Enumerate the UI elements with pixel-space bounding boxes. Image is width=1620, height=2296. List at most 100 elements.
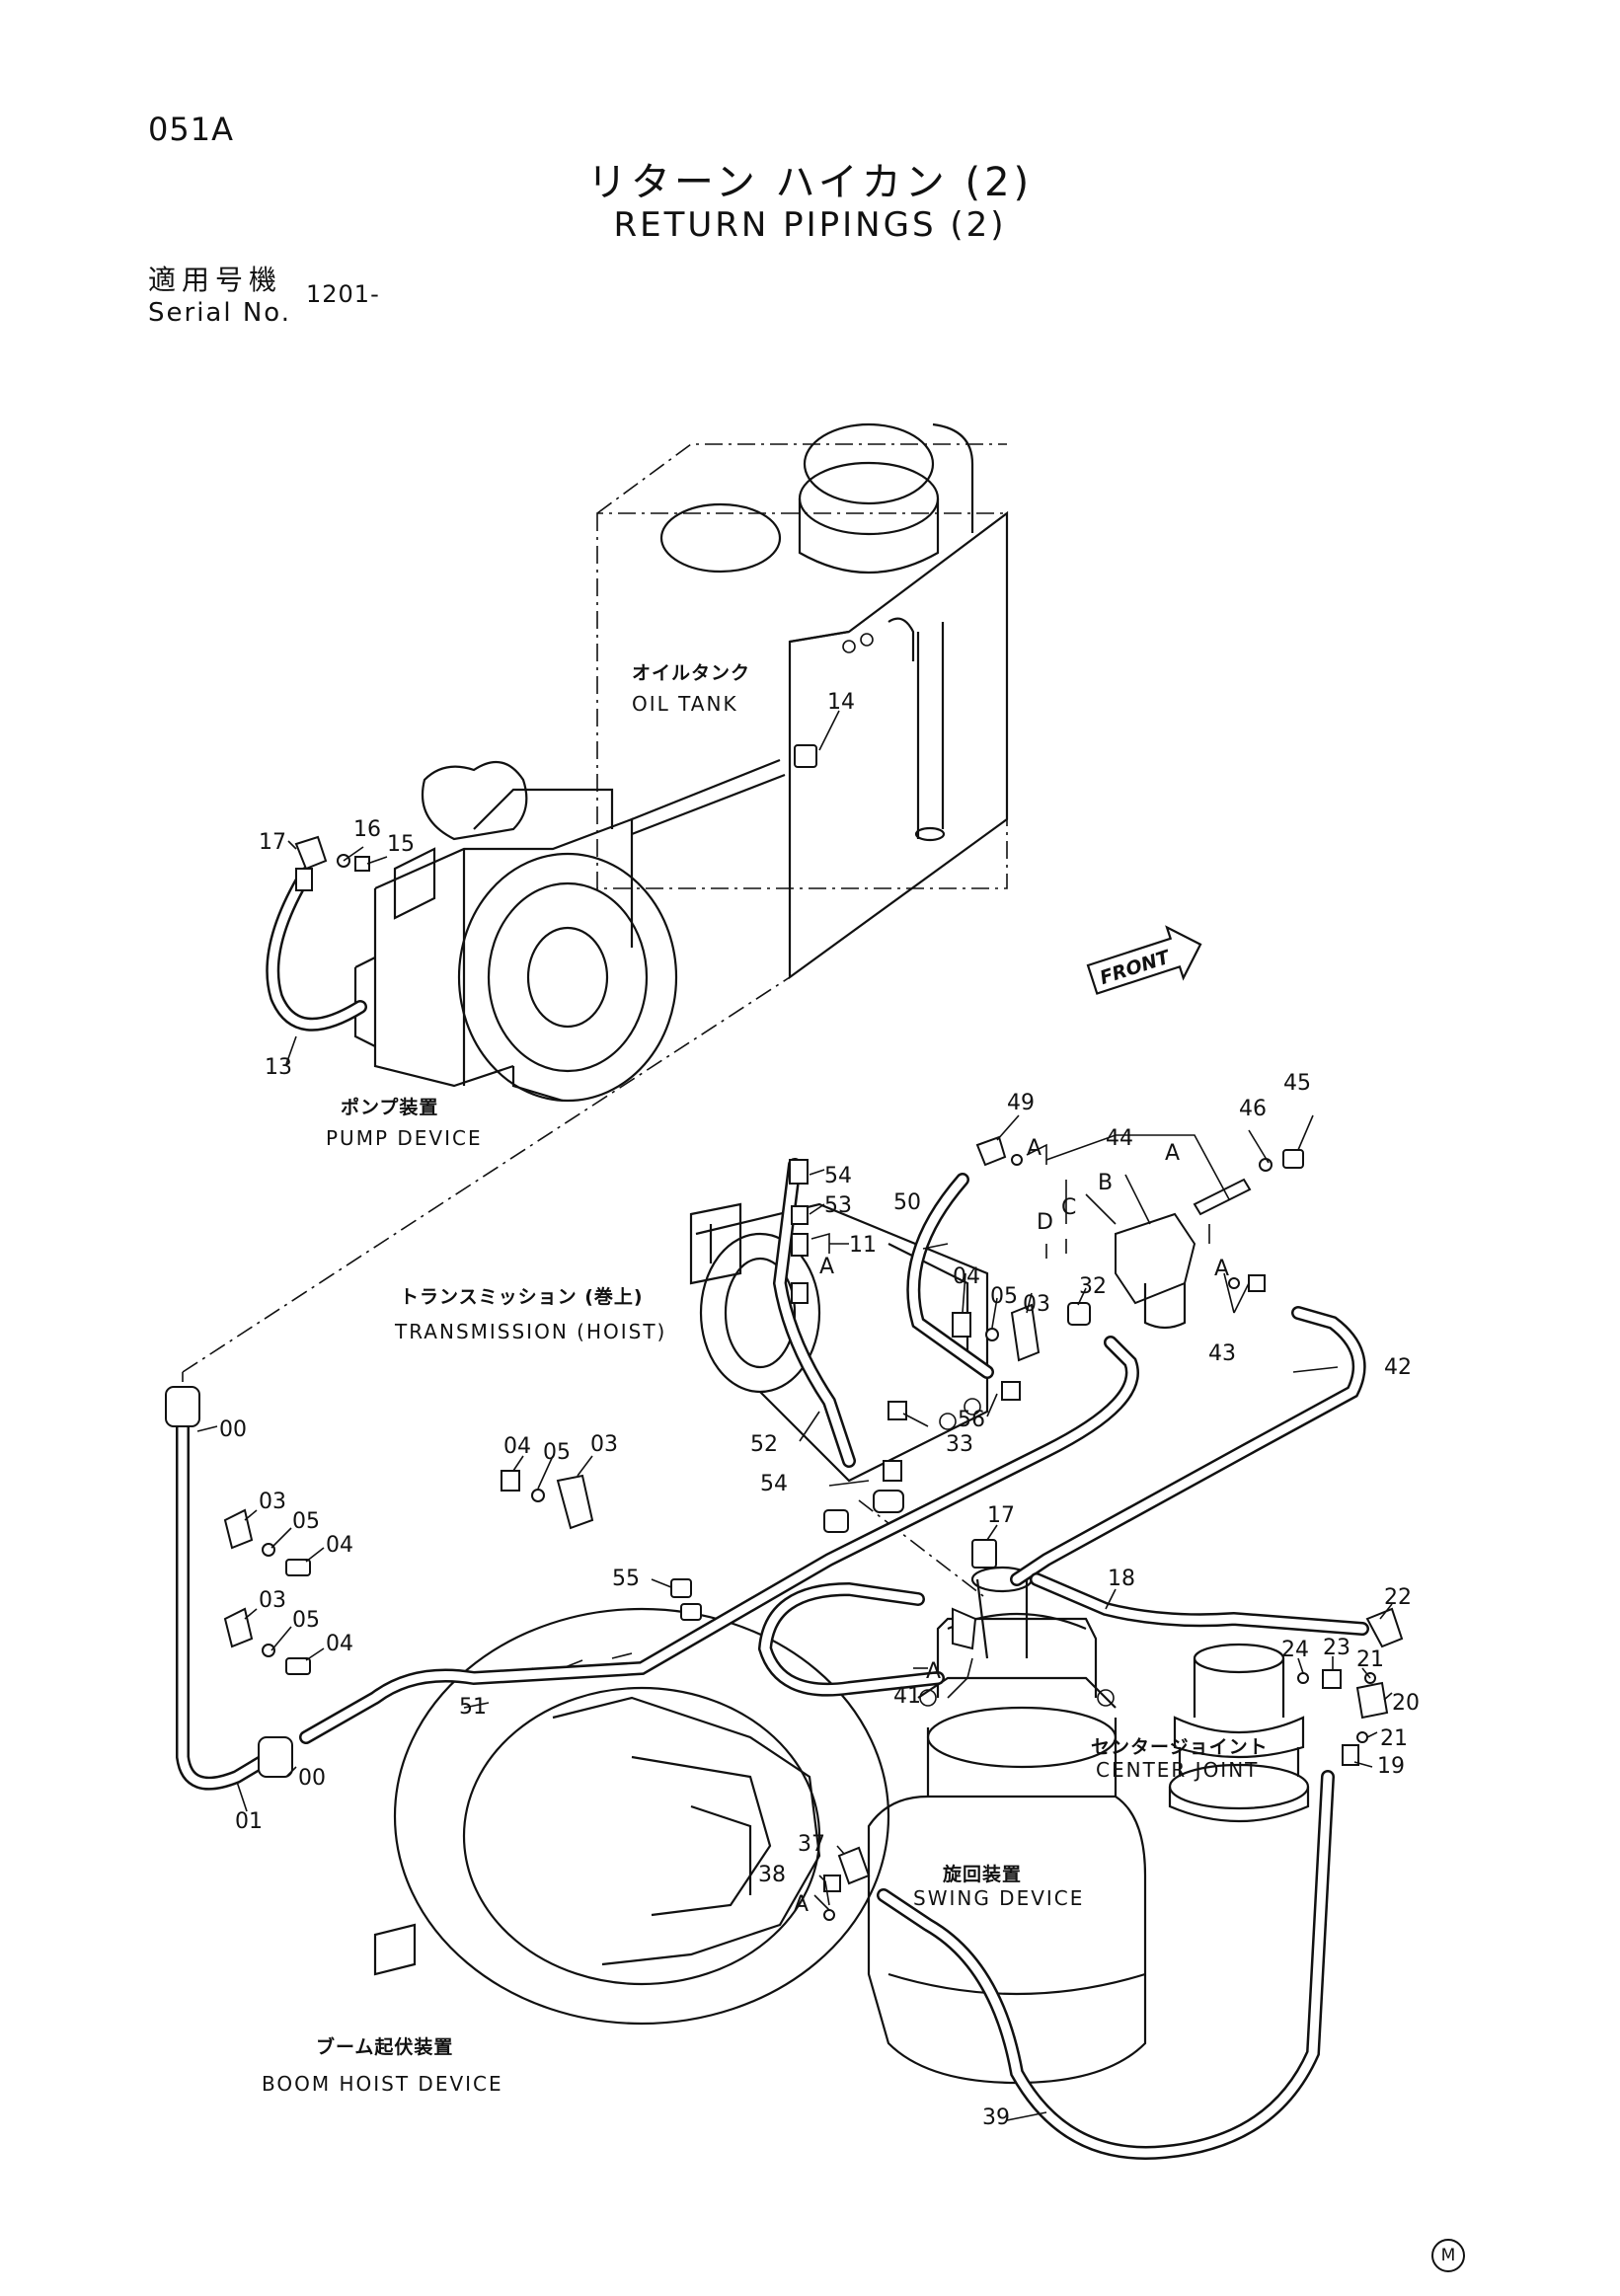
front-arrow-label: FRONT <box>1097 946 1174 989</box>
part-label-54: 54 <box>824 1164 852 1188</box>
part-label-19: 19 <box>1377 1754 1405 1779</box>
part-label-21-a: 21 <box>1356 1647 1384 1672</box>
swing-device <box>867 1566 1147 2085</box>
part-label-50: 50 <box>893 1190 921 1215</box>
part-label-16: 16 <box>353 817 381 842</box>
part-label-01: 01 <box>235 1809 263 1834</box>
pipe-51 <box>299 1336 1139 1744</box>
pump-device <box>353 760 678 1103</box>
oil-tank <box>596 422 1009 980</box>
part-label-46: 46 <box>1239 1097 1267 1121</box>
pump-device-label-jp: ポンプ装置 <box>341 1096 438 1118</box>
part-label-39: 39 <box>982 2105 1010 2130</box>
part-label-38: 38 <box>758 1863 786 1887</box>
hose-14-line <box>631 758 786 836</box>
serial-label-japanese: 適用号機 <box>148 264 283 296</box>
part-label-23: 23 <box>1323 1636 1350 1660</box>
footer-circled-mark: M <box>1431 2239 1465 2272</box>
part-label-a-5: A <box>926 1659 941 1684</box>
center-joint-label-en: CENTER JOINT <box>1096 1758 1259 1782</box>
part-label-00-lower: 00 <box>298 1766 326 1791</box>
page-title-english: RETURN PIPINGS (2) <box>613 205 1007 245</box>
leader-line-swing <box>858 1499 988 1600</box>
oil-tank-label-en: OIL TANK <box>632 692 738 716</box>
serial-number-value: 1201- <box>306 280 380 308</box>
part-label-32: 32 <box>1079 1274 1107 1299</box>
part-label-03-mid: 03 <box>590 1432 618 1457</box>
part-label-05-left-b: 05 <box>292 1608 320 1633</box>
part-label-03-left-b: 03 <box>259 1588 286 1613</box>
part-label-55: 55 <box>612 1567 640 1591</box>
part-label-14: 14 <box>827 690 855 715</box>
page-title-japanese: リターン ハイカン (2) <box>586 160 1034 205</box>
part-label-53: 53 <box>824 1193 852 1218</box>
part-label-05-mid: 05 <box>543 1440 571 1465</box>
hose-52 <box>772 1158 856 1468</box>
transmission-label-jp: トランスミッション (巻上) <box>400 1285 644 1308</box>
center-joint <box>1168 1643 1310 1823</box>
oil-tank-label-jp: オイルタンク <box>632 662 750 684</box>
part-label-03-left-a: 03 <box>259 1490 286 1514</box>
part-label-a-4: A <box>819 1255 834 1279</box>
center-joint-label-jp: センタージョイント <box>1091 1736 1269 1758</box>
part-label-44: 44 <box>1106 1126 1133 1151</box>
part-label-22: 22 <box>1384 1585 1412 1610</box>
part-label-04-left-b: 04 <box>326 1632 353 1656</box>
part-label-42: 42 <box>1384 1355 1412 1380</box>
part-label-49: 49 <box>1007 1091 1035 1115</box>
part-label-05-left-a: 05 <box>292 1509 320 1534</box>
hose-41 <box>757 1581 945 1697</box>
swing-device-label-jp: 旋回装置 <box>942 1863 1022 1885</box>
part-label-05-top: 05 <box>990 1284 1018 1309</box>
part-leader-lines <box>196 710 1393 2121</box>
part-label-13: 13 <box>265 1055 292 1080</box>
part-label-51: 51 <box>459 1695 487 1720</box>
leader-line-pump <box>182 976 791 1373</box>
part-label-54-lower: 54 <box>760 1472 788 1496</box>
pump-device-label-en: PUMP DEVICE <box>326 1126 483 1150</box>
part-label-33: 33 <box>946 1432 973 1457</box>
part-label-21-b: 21 <box>1380 1726 1408 1751</box>
part-label-18: 18 <box>1108 1567 1135 1591</box>
part-label-a-1: A <box>1027 1136 1041 1161</box>
part-label-43: 43 <box>1208 1341 1236 1366</box>
part-label-04-left-a: 04 <box>326 1533 353 1558</box>
part-label-17: 17 <box>259 830 286 855</box>
boom-hoist-label-en: BOOM HOIST DEVICE <box>262 2072 503 2096</box>
part-label-a-6: A <box>794 1892 809 1917</box>
hose-39 <box>877 1770 1335 2160</box>
part-label-d: D <box>1037 1210 1053 1235</box>
part-label-17-lower: 17 <box>987 1503 1015 1528</box>
part-label-41: 41 <box>893 1684 921 1709</box>
part-label-04-mid: 04 <box>503 1434 531 1459</box>
hose-18 <box>1030 1572 1369 1636</box>
fittings <box>165 744 1404 1921</box>
hose-42 <box>1010 1306 1366 1586</box>
part-label-56: 56 <box>958 1408 985 1432</box>
part-label-11: 11 <box>849 1233 877 1258</box>
part-label-a-3: A <box>1214 1257 1229 1281</box>
part-label-52: 52 <box>750 1432 778 1457</box>
hose-50 <box>906 1173 994 1379</box>
part-label-37: 37 <box>798 1832 825 1857</box>
boom-hoist-label-jp: ブーム起伏装置 <box>316 2035 453 2058</box>
part-label-03-top: 03 <box>1023 1292 1050 1317</box>
transmission-label-en: TRANSMISSION (HOIST) <box>394 1320 666 1343</box>
page-code: 051A <box>148 111 234 148</box>
front-arrow: FRONT <box>1086 925 1202 995</box>
part-label-24: 24 <box>1281 1638 1309 1662</box>
part-label-15: 15 <box>387 832 415 857</box>
part-label-45: 45 <box>1283 1071 1311 1096</box>
part-label-04-top: 04 <box>953 1264 980 1289</box>
part-label-a-2: A <box>1165 1141 1180 1166</box>
part-label-b: B <box>1098 1171 1113 1195</box>
hose-13 <box>266 867 367 1032</box>
part-label-00-top: 00 <box>219 1417 247 1442</box>
swing-device-label-en: SWING DEVICE <box>913 1886 1084 1910</box>
part-number-labels: 14 17 16 15 13 49 45 46 44 A A B C D A 5… <box>219 690 1420 2130</box>
part-label-c: C <box>1061 1195 1076 1220</box>
hose-01 <box>176 1405 269 1791</box>
part-label-20: 20 <box>1392 1691 1420 1716</box>
serial-label-english: Serial No. <box>148 298 291 328</box>
